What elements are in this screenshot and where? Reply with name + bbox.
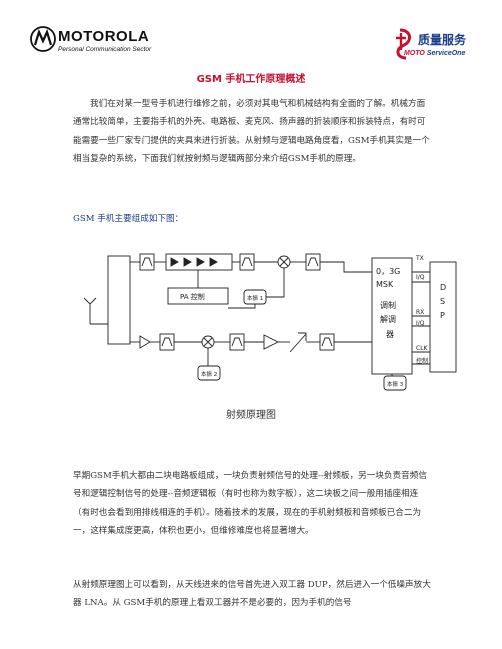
dsp-label-p: P <box>440 311 445 320</box>
diagram-caption: 射频原理图 <box>226 410 276 421</box>
service-slogan: MOTO ServiceOne <box>404 50 465 57</box>
antenna-icon <box>83 297 97 324</box>
lo3-box <box>383 375 407 391</box>
service-title: 质量服务 <box>418 33 467 47</box>
paragraph-intro: 我们在对某一型号手机进行维修之前，必须对其电气和机械结构有全面的了解。机械方面通… <box>73 99 430 164</box>
dsp-label-d: D <box>440 283 446 292</box>
rx-agc-icon <box>289 332 307 353</box>
rx-lna-icon <box>139 335 151 349</box>
tx-filter-2 <box>239 253 255 271</box>
paragraph-diagram-intro: GSM 手机主要组成如下图： <box>73 214 184 224</box>
rx-label: RX <box>416 309 424 316</box>
rx-mixer-icon <box>201 335 215 349</box>
ctrl-label: 控制 <box>416 357 428 365</box>
dsp-label-s: S <box>440 297 445 306</box>
tx-filter-3 <box>305 253 321 271</box>
duplexer-box <box>107 255 131 345</box>
modem-label-4: 解调 <box>380 314 396 324</box>
iq-bottom-label: I/Q <box>416 320 425 327</box>
clk-label: CLK <box>416 345 429 352</box>
modem-label-2: MSK <box>376 280 394 289</box>
rx-amp-icon <box>263 334 280 350</box>
rx-filter-3 <box>319 333 335 351</box>
iq-top-label: I/Q <box>416 274 425 281</box>
service-one-logo-icon <box>396 28 412 60</box>
modem-label-5: 器 <box>386 330 394 339</box>
tx-label: TX <box>415 255 424 262</box>
service-moto: MOTO <box>404 50 427 57</box>
lo2-label: 本振 1 <box>247 294 263 302</box>
tx-mixer-icon <box>277 255 291 269</box>
tx-filter-1 <box>139 253 155 271</box>
motorola-batwing-logo-icon <box>30 26 56 52</box>
pa-control-label: PA 控制 <box>180 292 205 301</box>
paragraph-rf-path: 从射频原理图上可以看到，从天线进来的信号首先进入双工器 DUP，然后进入一个低噪… <box>73 580 431 609</box>
service-one: ServiceOne <box>426 50 466 57</box>
dsp-box <box>429 261 457 373</box>
lo1-label: 本振 2 <box>201 370 217 378</box>
modem-label-1: 0，3G <box>376 267 400 276</box>
modem-label-3: 调制 <box>380 300 396 310</box>
rx-filter-1 <box>159 333 175 351</box>
brand-name: MOTOROLA <box>58 28 150 45</box>
rf-block-diagram: PA 控制 本振 1 本振 2 本振 3 0，3G MSK 调制 解调 器 TX… <box>83 253 457 391</box>
document-title: GSM 手机工作原理概述 <box>196 74 306 85</box>
lo1-box <box>197 365 221 381</box>
rx-filter-2 <box>229 333 245 351</box>
brand-subtitle: Personal Communication Sector <box>58 46 152 53</box>
paragraph-boards: 早期GSM手机大都由二块电路板组成，一块负责射频信号的处理--射频板，另一块负责… <box>73 471 427 536</box>
lo3-label: 本振 3 <box>387 380 404 388</box>
